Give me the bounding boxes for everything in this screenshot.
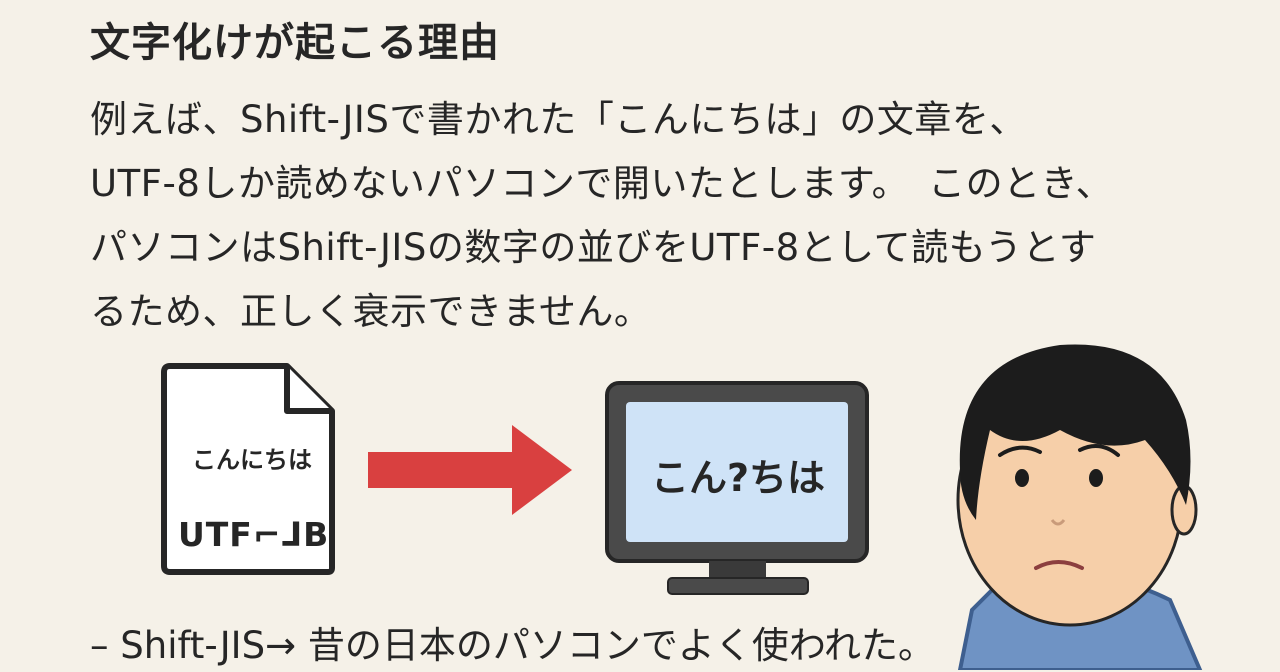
footer-note: – Shift-JIS→ 昔の日本のパソコンでよく使われた。 [90,624,935,667]
worried-person-icon [956,344,1203,670]
body-line: UTF-8しか読めないパソコンで開いたとします。 このとき、 [90,162,1114,205]
screen-garbled-text: こん?ちは [650,456,826,500]
body-line: るため、正しく衰示できません。 [90,290,652,333]
body-line: 例えば、Shift-JISで書かれた「こんにちは」の文章を、 [90,98,1027,141]
monitor-icon [605,381,869,595]
document-text: こんにちは [192,446,312,474]
document-encoding-label: UTF⌐ᒧB [178,515,330,554]
page-title: 文字化けが起こる理由 [90,20,500,66]
arrow-right-icon [368,425,572,515]
document-icon [161,363,335,575]
body-line: パソコンはShift-JISの数字の並びをUTF-8として読もうとす [90,226,1097,269]
body-text: 例えば、Shift-JISで書かれた「こんにちは」の文章を、 UTF-8しか読め… [90,88,1113,344]
